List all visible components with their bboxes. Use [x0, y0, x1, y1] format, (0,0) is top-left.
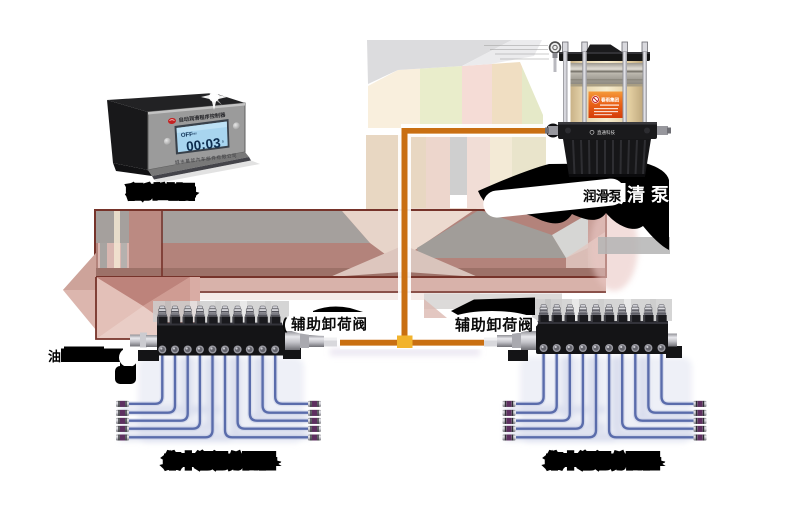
svg-text:(: ( [282, 316, 288, 333]
svg-text:油: 油 [48, 349, 61, 364]
svg-text:min: min [192, 131, 198, 136]
svg-text:集中润滑分配器: 集中润滑分配器 [164, 452, 276, 470]
svg-text:润滑泵: 润滑泵 [583, 188, 623, 204]
svg-text:00:03: 00:03 [185, 135, 222, 154]
svg-text:辅助卸荷阀: 辅助卸荷阀 [455, 316, 533, 334]
svg-text:s: s [222, 138, 225, 143]
svg-text:春雨集团: 春雨集团 [601, 97, 619, 104]
svg-text:辅助卸荷阀: 辅助卸荷阀 [291, 316, 367, 334]
svg-text:程序控制器: 程序控制器 [128, 184, 195, 200]
svg-text:OFF: OFF [181, 132, 194, 139]
svg-text:润滑泵: 润滑泵 [583, 188, 623, 204]
svg-text:集中润滑分配器: 集中润滑分配器 [546, 452, 660, 470]
svg-text:直通科技: 直通科技 [597, 129, 615, 136]
